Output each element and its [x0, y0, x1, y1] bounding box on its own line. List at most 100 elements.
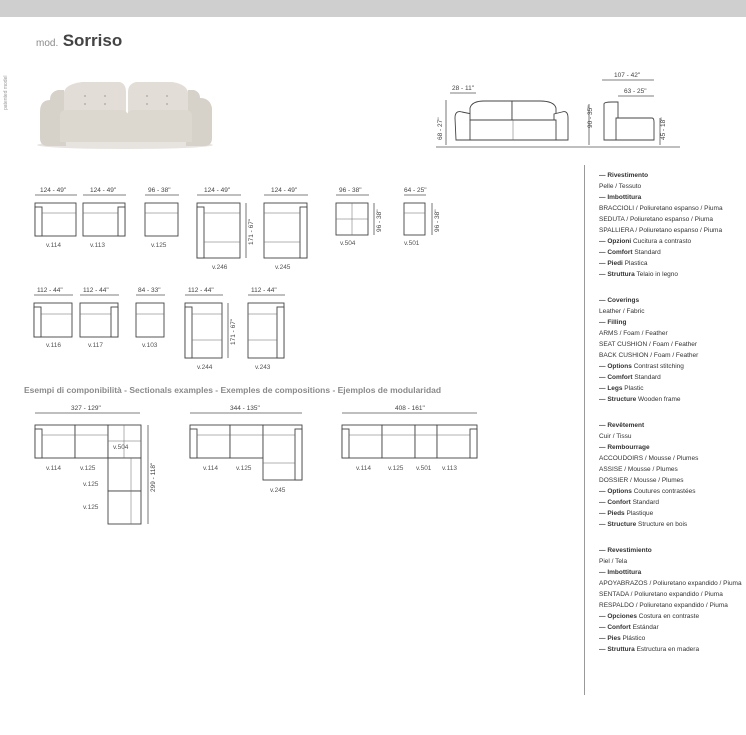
svg-text:v.125: v.125	[83, 504, 99, 511]
spec-value: Coutures contrastées	[633, 488, 696, 495]
spec-line: — Comfort Standard	[599, 374, 661, 381]
svg-text:v.125: v.125	[83, 481, 99, 488]
svg-text:v.103: v.103	[142, 342, 158, 349]
spec-value: Plastica	[624, 260, 648, 267]
module-v504: 96 - 38" 96 - 38" v.504	[335, 187, 383, 247]
spec-value: APOYABRAZOS / Poliuretano expandido / Pi…	[599, 580, 742, 587]
spec-line: — Struttura Estructura en madera	[599, 646, 700, 653]
spec-line: APOYABRAZOS / Poliuretano expandido / Pi…	[599, 578, 745, 589]
svg-text:112 - 44": 112 - 44"	[37, 287, 63, 294]
spec-value: RESPALDO / Poliuretano expandido / Piuma	[599, 602, 728, 609]
spec-line: RESPALDO / Poliuretano expandido / Piuma	[599, 600, 745, 611]
svg-text:96 - 38": 96 - 38"	[376, 209, 383, 232]
module-v243: 112 - 44" v.243	[247, 287, 285, 371]
svg-text:112 - 44": 112 - 44"	[83, 287, 109, 294]
spec-value: Leather / Fabric	[599, 308, 645, 315]
module-v246: 124 - 49" 171 - 67" v.246	[196, 187, 255, 271]
svg-text:v.243: v.243	[255, 364, 271, 371]
model-name: Sorriso	[62, 31, 123, 50]
spec-key: Structure	[607, 521, 637, 528]
svg-text:84 - 33": 84 - 33"	[138, 287, 161, 294]
spec-value: Plástico	[622, 635, 646, 642]
module-v125: 96 - 38" v.125	[144, 187, 179, 249]
spec-line: BRACCIOLI / Poliuretano espanso / Piuma	[599, 203, 745, 214]
spec-value: SENTADA / Poliuretano expandido / Piuma	[599, 591, 723, 598]
svg-text:124 - 49": 124 - 49"	[40, 187, 67, 194]
spec-key: Confort	[607, 499, 631, 506]
example-composition-2: 344 - 135" v.114 v.125 v.245	[189, 405, 303, 494]
title-prefix: mod.	[36, 38, 59, 49]
spec-line: — Coverings	[599, 297, 640, 304]
spec-line: — Confort Standard	[599, 499, 659, 506]
spec-line: — Confort Estándar	[599, 624, 659, 631]
svg-text:v.114: v.114	[203, 465, 218, 472]
spec-key: Coverings	[607, 297, 640, 304]
spec-line: — Opciones Costura en contraste	[599, 613, 700, 620]
spec-value: BACK CUSHION / Foam / Feather	[599, 352, 699, 359]
module-v103: 84 - 33" v.103	[135, 287, 165, 349]
overview-width-dim: 28 - 11"	[452, 85, 475, 92]
spec-line: DOSSIER / Mousse / Plumes	[599, 475, 745, 486]
spec-line: — Revestimiento	[599, 547, 652, 554]
spec-value: Estándar	[632, 624, 659, 631]
overview-seat-depth-dim: 63 - 25"	[624, 88, 647, 95]
module-v245: 124 - 49" v.245	[263, 187, 308, 271]
spec-value: BRACCIOLI / Poliuretano espanso / Piuma	[599, 205, 723, 212]
svg-text:64 - 25": 64 - 25"	[404, 187, 427, 194]
top-bar	[0, 0, 746, 17]
svg-text:96 - 38": 96 - 38"	[339, 187, 362, 194]
svg-text:v.501: v.501	[416, 465, 432, 472]
spec-line: — Pies Plástico	[599, 635, 646, 642]
svg-text:327 - 129": 327 - 129"	[71, 405, 101, 412]
module-v244: 112 - 44" 171 - 67" v.244	[184, 287, 237, 371]
spec-value: Contrast stitching	[633, 363, 684, 370]
spec-key: Struttura	[607, 271, 635, 278]
spec-line: Pelle / Tessuto	[599, 181, 745, 192]
spec-value: Piel / Tela	[599, 558, 628, 565]
spec-line: — Comfort Standard	[599, 249, 661, 256]
svg-text:171 - 67": 171 - 67"	[230, 318, 237, 345]
spec-line: — Legs Plastic	[599, 385, 644, 392]
spec-value: SPALLIERA / Poliuretano espanso / Piuma	[599, 227, 723, 234]
spec-key: Pieds	[607, 510, 625, 517]
spec-key: Options	[607, 363, 632, 370]
spec-key: Opciones	[607, 613, 637, 620]
module-v116: 112 - 44" v.116	[33, 287, 73, 349]
spec-value: Telaio in legno	[636, 271, 679, 278]
svg-text:v.246: v.246	[212, 264, 228, 271]
svg-text:124 - 49": 124 - 49"	[90, 187, 117, 194]
spec-line: — Structure Wooden frame	[599, 396, 681, 403]
spec-line: BACK CUSHION / Foam / Feather	[599, 350, 745, 361]
module-v114: 124 - 49" v.114	[34, 187, 77, 249]
examples-heading: Esempi di componibilità - Sectionals exa…	[24, 385, 442, 395]
spec-line: — Options Coutures contrastées	[599, 488, 696, 495]
spec-line: — Structure Structure en bois	[599, 521, 688, 528]
spec-line: ARMS / Foam / Feather	[599, 328, 745, 339]
spec-line: Cuir / Tissu	[599, 431, 745, 442]
spec-value: Standard	[632, 499, 659, 506]
example-composition-3: 408 - 161" v.114 v.125 v.501 v.113	[341, 405, 478, 472]
spec-value: Estructura en madera	[636, 646, 700, 653]
svg-text:v.114: v.114	[46, 242, 61, 249]
spec-value: Wooden frame	[638, 396, 681, 403]
module-v501: 64 - 25" 96 - 38" v.501	[403, 187, 441, 247]
spec-line: SPALLIERA / Poliuretano espanso / Piuma	[599, 225, 745, 236]
spec-line: — Options Contrast stitching	[599, 363, 684, 370]
spec-value: Standard	[634, 249, 661, 256]
svg-text:v.245: v.245	[270, 487, 286, 494]
overview-height-dim: 68 - 27"	[437, 117, 444, 140]
svg-text:v.245: v.245	[275, 264, 291, 271]
spec-key: Rivestimento	[607, 172, 649, 179]
svg-text:v.125: v.125	[80, 465, 96, 472]
spec-value: Structure en bois	[638, 521, 688, 528]
spec-key: Piedi	[607, 260, 623, 267]
overview-back-dim: 90 - 35"	[587, 105, 594, 128]
spec-value: Cuir / Tissu	[599, 433, 632, 440]
spec-value: Plastic	[624, 385, 644, 392]
spec-key: Imbottitura	[607, 569, 642, 576]
spec-line: — Filling	[599, 319, 627, 326]
svg-text:344 - 135": 344 - 135"	[230, 405, 260, 412]
spec-value: Costura en contraste	[638, 613, 700, 620]
